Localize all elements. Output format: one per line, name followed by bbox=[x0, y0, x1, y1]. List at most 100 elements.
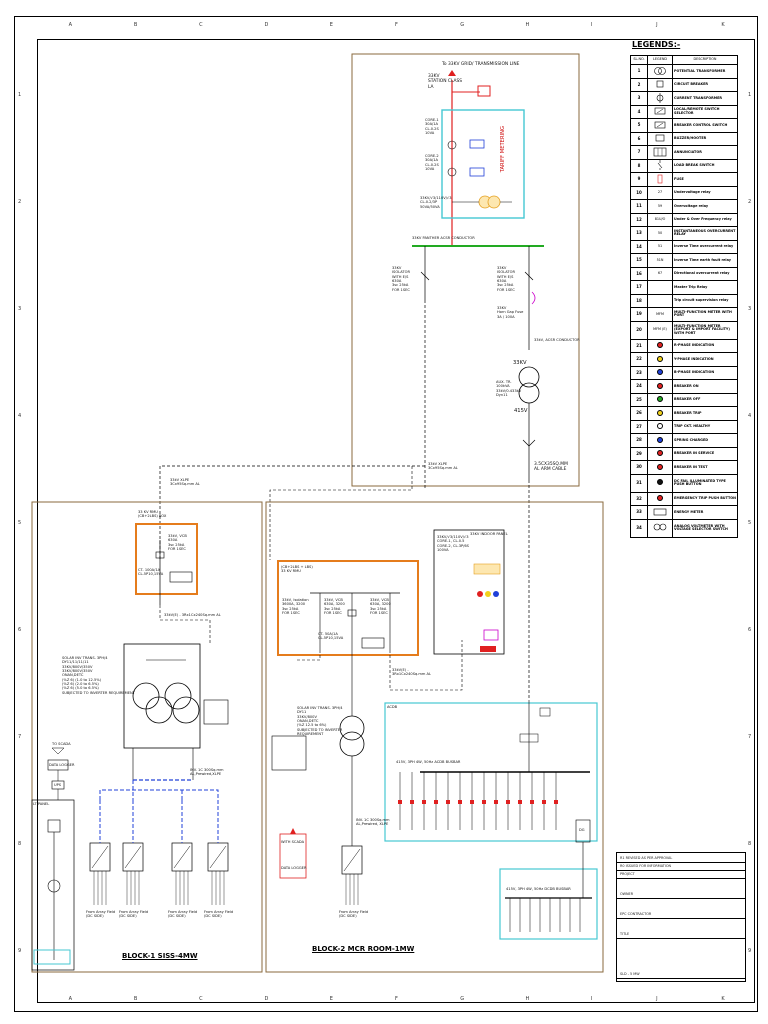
legend-description: FUSE bbox=[672, 172, 738, 187]
grid-column-ref: C bbox=[199, 22, 203, 28]
right-isolator-label: 33KV ISOLATOR WITH E/S 630A 3sc 25kA FOR… bbox=[497, 266, 515, 292]
block1-vcb-label: 33kV, VCB 630A 3sc 25kA FOR 1SEC bbox=[168, 534, 187, 551]
circuit-breaker-icon bbox=[347, 609, 357, 617]
title-block-text: TITLE bbox=[620, 932, 630, 936]
legend-symbol bbox=[647, 104, 673, 119]
legend-symbol bbox=[647, 145, 673, 160]
inverter-transformer-icon bbox=[339, 715, 365, 741]
pt-symbol-icon bbox=[654, 66, 666, 75]
legend-sl: 14 bbox=[630, 239, 648, 254]
indication-lamp-icon bbox=[657, 495, 663, 502]
legend-description: MULTI-FUNCTION METER WITH PORT bbox=[672, 307, 738, 322]
busbar-label: 33KV PANTHER ACSR CONDUCTOR bbox=[412, 236, 475, 240]
transformer-icon bbox=[47, 879, 61, 893]
ct-icon bbox=[447, 167, 457, 177]
legend-symbol bbox=[647, 406, 673, 421]
grid-column-ref: C bbox=[199, 996, 203, 1002]
indication-lamp-icon bbox=[657, 423, 663, 430]
legend-header-row: SL.NO. LEGEND DESCRIPTION bbox=[630, 55, 738, 65]
ct-symbol-icon bbox=[656, 92, 664, 103]
la-label: 33KV STATION CLASS LA bbox=[428, 74, 463, 90]
grid-column-ref: H bbox=[525, 22, 530, 28]
legend-description: Overvoltage relay bbox=[672, 199, 738, 214]
legend-abbr: 27 bbox=[657, 190, 663, 195]
ho-fuse-label: 33KV Horn Gap Fuse 3A / 100A bbox=[497, 306, 524, 319]
dcdb-bus-label: 415V, 3PH 4W, 50Hz DCDB BUSBAR bbox=[506, 887, 571, 891]
grid-column-ref: F bbox=[395, 22, 398, 28]
ct-core2-label: CORE-2 30A/1A CL-0.2S 10VA bbox=[425, 154, 439, 171]
relay-icon bbox=[483, 629, 499, 641]
title-block-divider bbox=[617, 978, 745, 979]
indication-lamp-icon bbox=[657, 463, 663, 470]
grid-column-ref: A bbox=[68, 996, 73, 1002]
inverter-transformer-icon bbox=[172, 696, 200, 724]
legend-sl: 25 bbox=[630, 392, 648, 407]
legend-sl: 30 bbox=[630, 460, 648, 475]
block1-transformer-spec: SOLAR INV TRANS. 3PH/4 DY11/11/11/11 33K… bbox=[62, 656, 135, 695]
title-block-text: PROJECT bbox=[620, 872, 635, 876]
grid-row-ref: 6 bbox=[748, 627, 752, 634]
acdb-label: ACDB bbox=[387, 705, 398, 709]
lt-busbar-box bbox=[33, 949, 71, 965]
block2-array-label: From Array Field (DC SIDE) bbox=[339, 910, 369, 919]
legend-symbol bbox=[647, 293, 673, 308]
legend-symbol: MFM (E) bbox=[647, 320, 673, 340]
legend-header-desc: DESCRIPTION bbox=[672, 55, 738, 65]
annunciator-icon bbox=[480, 646, 496, 652]
block2-vcb-mid-label: 33kV, VCB 630A, 3200 3sc 25kA FOR 1SEC bbox=[324, 598, 345, 615]
legend-description: LOAD BREAK SWITCH bbox=[672, 158, 738, 173]
legend-symbol: 27 bbox=[647, 185, 673, 200]
mccb-icon bbox=[539, 707, 551, 717]
block1-lt-panel bbox=[31, 799, 75, 971]
grid-row-ref: 8 bbox=[18, 841, 22, 848]
legend-description: BREAKER CONTROL SWITCH bbox=[672, 118, 738, 133]
legend-symbol bbox=[647, 77, 673, 92]
legend-description: Under & Over Frequency relay bbox=[672, 212, 738, 227]
sw-symbol-icon bbox=[654, 121, 666, 128]
grid-column-ref: I bbox=[590, 996, 593, 1002]
acdb-bus-label: 415V, 3PH 4W, 50Hz ACDB BUSBAR bbox=[396, 760, 461, 764]
top-section-box bbox=[351, 53, 580, 487]
grid-row-ref: 4 bbox=[748, 412, 752, 419]
txt-symbol-icon bbox=[652, 282, 668, 292]
hv-cable-right-label: 33kV XLPE 3Cx95Sq.mm AL bbox=[428, 462, 458, 471]
grid-row-ref: 5 bbox=[18, 520, 22, 526]
grid-column-ref: K bbox=[721, 996, 725, 1002]
grid-column-ref: G bbox=[460, 996, 465, 1002]
grid-row-ref: 9 bbox=[18, 948, 22, 955]
legend-symbol bbox=[647, 392, 673, 407]
grid-column-ref: H bbox=[525, 996, 530, 1002]
legend-sl: 10 bbox=[630, 185, 648, 200]
legend-description: BREAKER ON bbox=[672, 379, 738, 394]
legend-symbol bbox=[647, 491, 673, 506]
legend-description: B-PHASE INDICATION bbox=[672, 365, 738, 380]
legend-sl: 32 bbox=[630, 491, 648, 506]
legend-sl: 4 bbox=[630, 104, 648, 119]
inverter-1 bbox=[89, 800, 111, 872]
grid-row-ref: 9 bbox=[748, 948, 752, 955]
legend-symbol: 67 bbox=[647, 266, 673, 281]
legend-abbr: MFM bbox=[656, 311, 664, 316]
legend-symbol bbox=[647, 158, 673, 173]
legend-sl: 19 bbox=[630, 307, 648, 322]
legend-symbol bbox=[647, 280, 673, 295]
block2-inverter bbox=[341, 845, 363, 875]
left-isolator-label: 33KV ISOLATOR WITH E/S 630A 3sc 25kA FOR… bbox=[392, 266, 410, 292]
inverter-transformer-icon bbox=[339, 731, 365, 757]
grid-row-ref: 3 bbox=[748, 305, 752, 312]
grid-column-ref: G bbox=[460, 22, 465, 28]
title-block-divider bbox=[617, 938, 745, 939]
legend-symbol bbox=[647, 365, 673, 380]
dcdb-box bbox=[499, 868, 598, 940]
with-scada-label: WITH SCADA bbox=[281, 840, 305, 844]
grid-column-ref: F bbox=[395, 996, 398, 1002]
legend-description: Y-PHASE INDICATION bbox=[672, 352, 738, 367]
legend-description: ANALOG VOLTMETER WITH VOLTAGE SELECTOR S… bbox=[672, 518, 738, 538]
